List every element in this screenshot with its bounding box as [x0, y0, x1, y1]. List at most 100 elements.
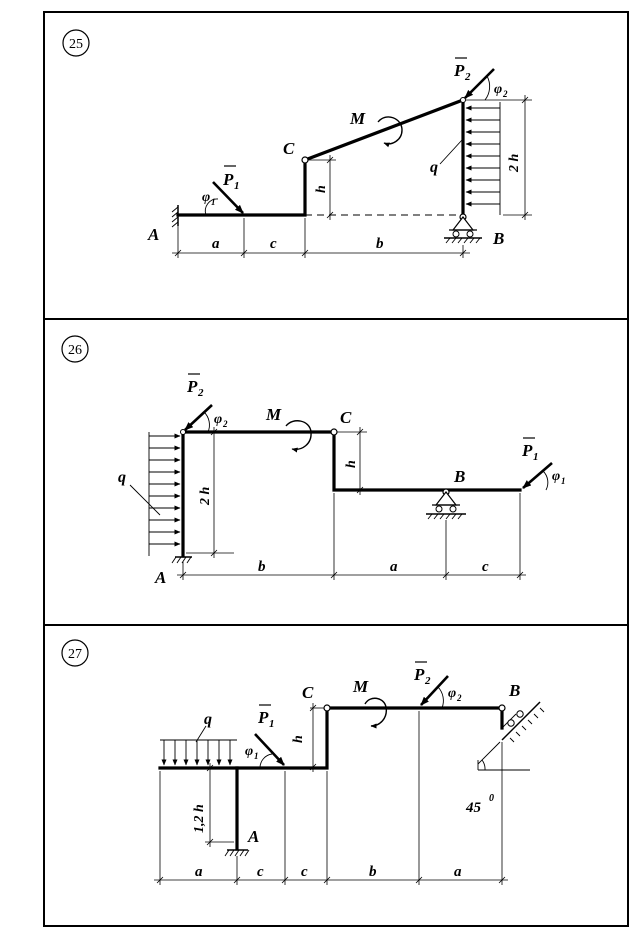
label-phi2: φ [494, 82, 502, 97]
dimension-lines [172, 95, 532, 258]
dim-b: b [376, 236, 384, 252]
problem-number: 25 [69, 37, 83, 52]
angle-phi1-arc [542, 470, 549, 491]
pin-support-b [444, 213, 482, 244]
dim-a-1: a [195, 864, 203, 880]
dim-h: h [314, 185, 329, 193]
corner-joint [180, 429, 186, 435]
fixed-support-a [171, 556, 192, 564]
label-a: A [147, 225, 159, 244]
frame-beam [181, 430, 522, 558]
label-p1: P [257, 708, 269, 727]
label-phi1: φ [245, 744, 253, 759]
dim-h: h [291, 735, 306, 743]
label-c: C [283, 139, 295, 158]
force-p1-arrow [254, 733, 285, 766]
dim-c: c [270, 236, 277, 252]
label-c: C [302, 683, 314, 702]
label-phi1: φ [202, 190, 210, 205]
dimension-lines [154, 703, 508, 885]
problem-number-badge [61, 335, 89, 363]
label-p2: P [413, 665, 425, 684]
corner-joint [460, 97, 466, 103]
label-phi1: φ [552, 469, 560, 484]
dim-a: a [390, 559, 398, 575]
label-phi2-sub: 2 [456, 693, 462, 703]
problem-25: 25 [62, 29, 532, 258]
label-a: A [247, 827, 259, 846]
label-m: M [352, 677, 369, 696]
moment-m-arc [377, 116, 403, 148]
problem-27: 27 45 0 [61, 639, 545, 885]
hinge-c [301, 156, 309, 164]
label-m: M [349, 109, 366, 128]
hinge-c [330, 428, 338, 436]
problem-number-badge [61, 639, 89, 667]
dim-c: c [482, 559, 489, 575]
label-phi2: φ [448, 686, 456, 701]
angle-phi2-arc [437, 686, 444, 709]
label-p2-sub: 2 [424, 675, 431, 687]
dim-a-2: a [454, 864, 462, 880]
distributed-load-q [439, 102, 501, 215]
moment-m-arc [285, 420, 312, 453]
dim-b: b [258, 559, 266, 575]
problem-number: 27 [68, 647, 82, 662]
problem-number-badge [62, 29, 90, 57]
distributed-load-q [129, 432, 181, 556]
label-phi2: φ [214, 412, 222, 427]
frame-beam [176, 97, 465, 217]
label-phi1-sub: 1 [561, 476, 566, 486]
force-p1-arrow [212, 181, 244, 214]
distributed-load-q [160, 725, 237, 766]
page-frame [43, 11, 629, 927]
force-p2-arrow [184, 404, 213, 431]
label-a: A [154, 568, 166, 587]
force-p2-arrow [464, 68, 495, 99]
label-p1-sub: 1 [234, 180, 240, 192]
label-p1-sub: 1 [533, 451, 539, 463]
angle-phi2-arc [203, 411, 210, 433]
label-p2: P [453, 61, 465, 80]
label-q: q [204, 711, 212, 728]
problem-26: 26 q [61, 335, 566, 587]
angle-phi1-arc [204, 198, 219, 216]
label-p1: P [222, 170, 234, 189]
label-p1: P [521, 441, 533, 460]
corner-joint [498, 704, 506, 712]
angle-phi2-arc [484, 75, 491, 101]
label-phi1-sub: 1 [211, 197, 216, 207]
label-c: C [340, 408, 352, 427]
force-p2-arrow [420, 675, 449, 706]
label-b: B [508, 681, 520, 700]
angle-phi1-arc [259, 753, 273, 769]
dim-h: h [344, 460, 359, 468]
label-q: q [118, 469, 126, 486]
dim-a: a [212, 236, 220, 252]
dimension-lines [177, 427, 526, 580]
fixed-support-a [224, 849, 250, 857]
pin-support-b [426, 488, 466, 520]
force-p1-arrow [522, 462, 553, 489]
label-b: B [453, 467, 465, 486]
dim-c-1: c [257, 864, 264, 880]
label-m: M [265, 405, 282, 424]
label-p2: P [186, 377, 198, 396]
label-p1-sub: 1 [269, 718, 275, 730]
label-p2-sub: 2 [464, 71, 471, 83]
dim-b: b [369, 864, 377, 880]
label-phi2-sub: 2 [502, 89, 508, 99]
label-phi1-sub: 1 [254, 751, 259, 761]
dim-1-2h: 1,2 h [192, 804, 207, 833]
moment-m-arc [364, 697, 387, 729]
inclined-roller-support-b [477, 701, 545, 771]
dim-c-2: c [301, 864, 308, 880]
problem-number: 26 [68, 343, 82, 358]
label-b: B [492, 229, 504, 248]
label-p2-sub: 2 [197, 387, 204, 399]
dim-2h: 2 h [507, 154, 522, 174]
label-phi2-sub: 2 [222, 419, 228, 429]
dim-2h: 2 h [198, 487, 213, 507]
label-angle-unit: 0 [489, 793, 494, 804]
